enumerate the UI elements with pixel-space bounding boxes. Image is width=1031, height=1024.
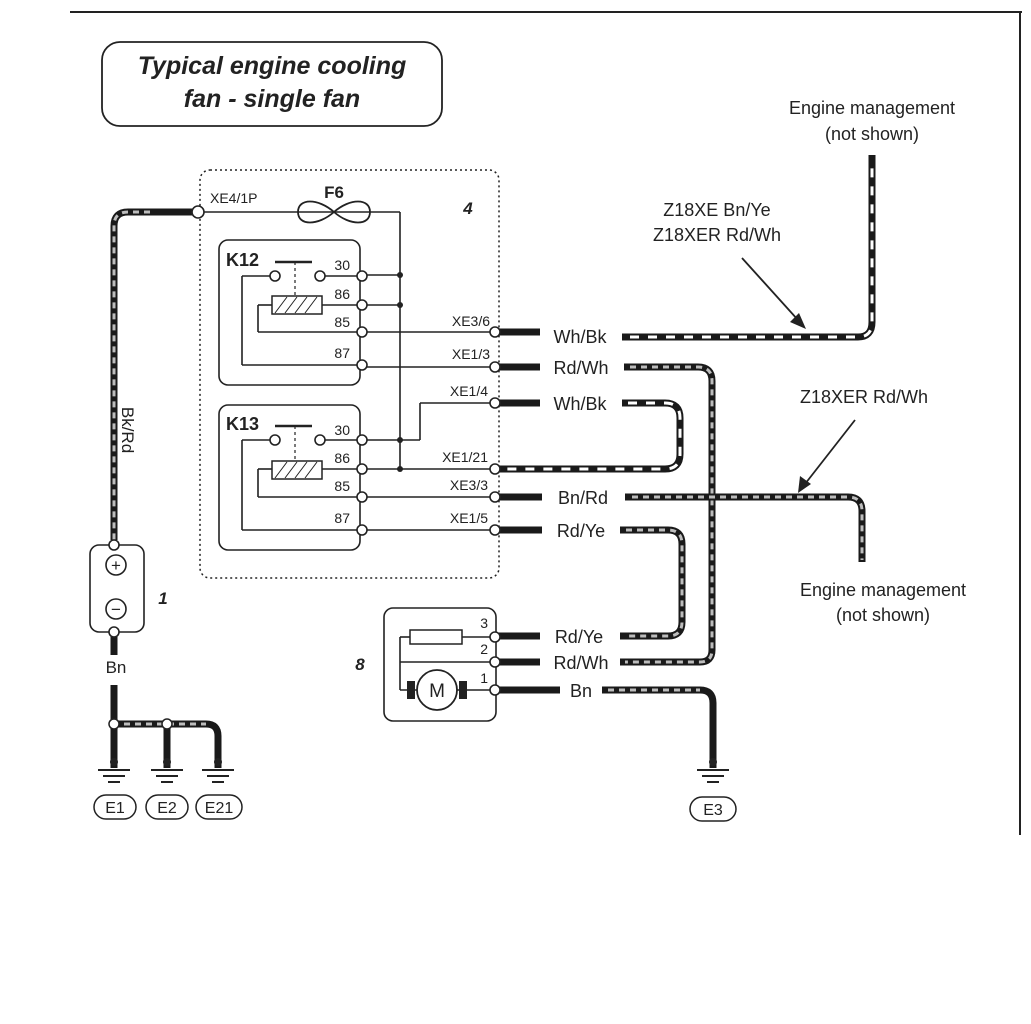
relay-k13-label: K13: [226, 414, 259, 434]
earth-e2: E2: [145, 718, 189, 820]
junction-1: [397, 272, 403, 278]
k12-terminal-86: 86: [334, 286, 350, 302]
wire-label-rd-wh-1: Rd/Wh: [553, 358, 608, 378]
motor-terminal-2: 2: [480, 641, 488, 657]
junction-3: [397, 437, 403, 443]
wire-label-wh-bk-2: Wh/Bk: [553, 394, 607, 414]
fuse-f6: F6: [297, 183, 371, 224]
relay-k12-label: K12: [226, 250, 259, 270]
k13-terminal-30: 30: [334, 422, 350, 438]
junction-4: [397, 466, 403, 472]
connector-label-xe1-5: XE1/5: [450, 510, 488, 526]
engine-mgmt-top-line2: (not shown): [825, 124, 919, 144]
motor-unit: M 3 2 1: [383, 607, 501, 722]
battery: + −: [89, 539, 145, 638]
title-box: Typical engine cooling fan - single fan: [101, 41, 443, 127]
earth-e21: E21: [195, 758, 243, 820]
wire-bn-rd: [497, 493, 866, 562]
k13-terminal-85: 85: [334, 478, 350, 494]
wire-label-bn-motor: Bn: [570, 681, 592, 701]
connector-xe1-3: [489, 361, 501, 373]
motor-symbol: M: [429, 681, 445, 702]
engine-mgmt-bottom-line2: (not shown): [836, 605, 930, 625]
relay-k12: K12 30 86 85 87: [218, 239, 368, 386]
connector-xe4-1p: [191, 205, 205, 219]
variant-mid: Z18XER Rd/Wh: [800, 387, 928, 407]
earth-e1: E1: [93, 718, 137, 820]
battery-plus: +: [111, 556, 121, 575]
earth-label-e1: E1: [105, 800, 125, 817]
wire-label-rd-ye-2: Rd/Ye: [555, 627, 603, 647]
earth-label-e21: E21: [205, 800, 234, 817]
connector-label-xe1-21: XE1/21: [442, 449, 488, 465]
wire-rd-ye: [497, 526, 686, 640]
internal-wiring: [203, 211, 490, 531]
earth-e3: E3: [689, 758, 737, 822]
connector-xe1-21: [489, 463, 501, 475]
wire-wh-bk-2: [497, 399, 684, 473]
connector-xe1-5: [489, 524, 501, 536]
wire-label-rd-wh-2: Rd/Wh: [553, 653, 608, 673]
k13-terminal-87: 87: [334, 510, 350, 526]
fuse-f6-label: F6: [324, 183, 344, 202]
engine-mgmt-bottom-line1: Engine management: [800, 580, 966, 600]
connector-label-xe1-3: XE1/3: [452, 346, 490, 362]
connector-xe3-3: [489, 491, 501, 503]
arrow-top: [741, 257, 806, 329]
variant-top-line1: Z18XE Bn/Ye: [663, 200, 770, 220]
motor-terminal-3: 3: [480, 615, 488, 631]
connector-label-xe4-1p: XE4/1P: [210, 190, 257, 206]
title-line-2: fan - single fan: [184, 85, 360, 113]
variant-top-line2: Z18XER Rd/Wh: [653, 225, 781, 245]
connector-xe1-4: [489, 397, 501, 409]
wire-rd-wh-1: [497, 363, 716, 666]
k13-terminal-86: 86: [334, 450, 350, 466]
relay-k13: K13 30 86 85 87: [218, 404, 368, 551]
battery-number: 1: [158, 589, 167, 608]
arrow-mid: [798, 419, 856, 493]
connector-label-xe3-6: XE3/6: [452, 313, 490, 329]
connector-label-xe3-3: XE3/3: [450, 477, 488, 493]
motor-number: 8: [355, 655, 365, 674]
motor-terminal-1: 1: [480, 670, 488, 686]
wire-bn-motor: [497, 686, 717, 768]
wire-label-rd-ye-1: Rd/Ye: [557, 521, 605, 541]
k12-terminal-85: 85: [334, 314, 350, 330]
k12-terminal-87: 87: [334, 345, 350, 361]
relay-box-number: 4: [462, 199, 473, 218]
wire-bn-battery: [110, 632, 222, 768]
earth-label-e2: E2: [157, 800, 177, 817]
earth-label-e3: E3: [703, 802, 723, 819]
wire-wh-bk-1: [497, 155, 876, 341]
wire-bk-rd: [110, 208, 196, 540]
wire-label-bn-rd: Bn/Rd: [558, 488, 608, 508]
title-line-1: Typical engine cooling: [138, 52, 407, 80]
junction-2: [397, 302, 403, 308]
wire-label-bk-rd: Bk/Rd: [118, 407, 137, 453]
relay-box: [199, 169, 500, 579]
connector-xe3-6: [489, 326, 501, 338]
connector-label-xe1-4: XE1/4: [450, 383, 488, 399]
k12-terminal-30: 30: [334, 257, 350, 273]
battery-minus: −: [111, 600, 121, 619]
wire-label-wh-bk-1: Wh/Bk: [553, 327, 607, 347]
wire-label-bn-battery: Bn: [106, 658, 127, 677]
engine-mgmt-top-line1: Engine management: [789, 98, 955, 118]
